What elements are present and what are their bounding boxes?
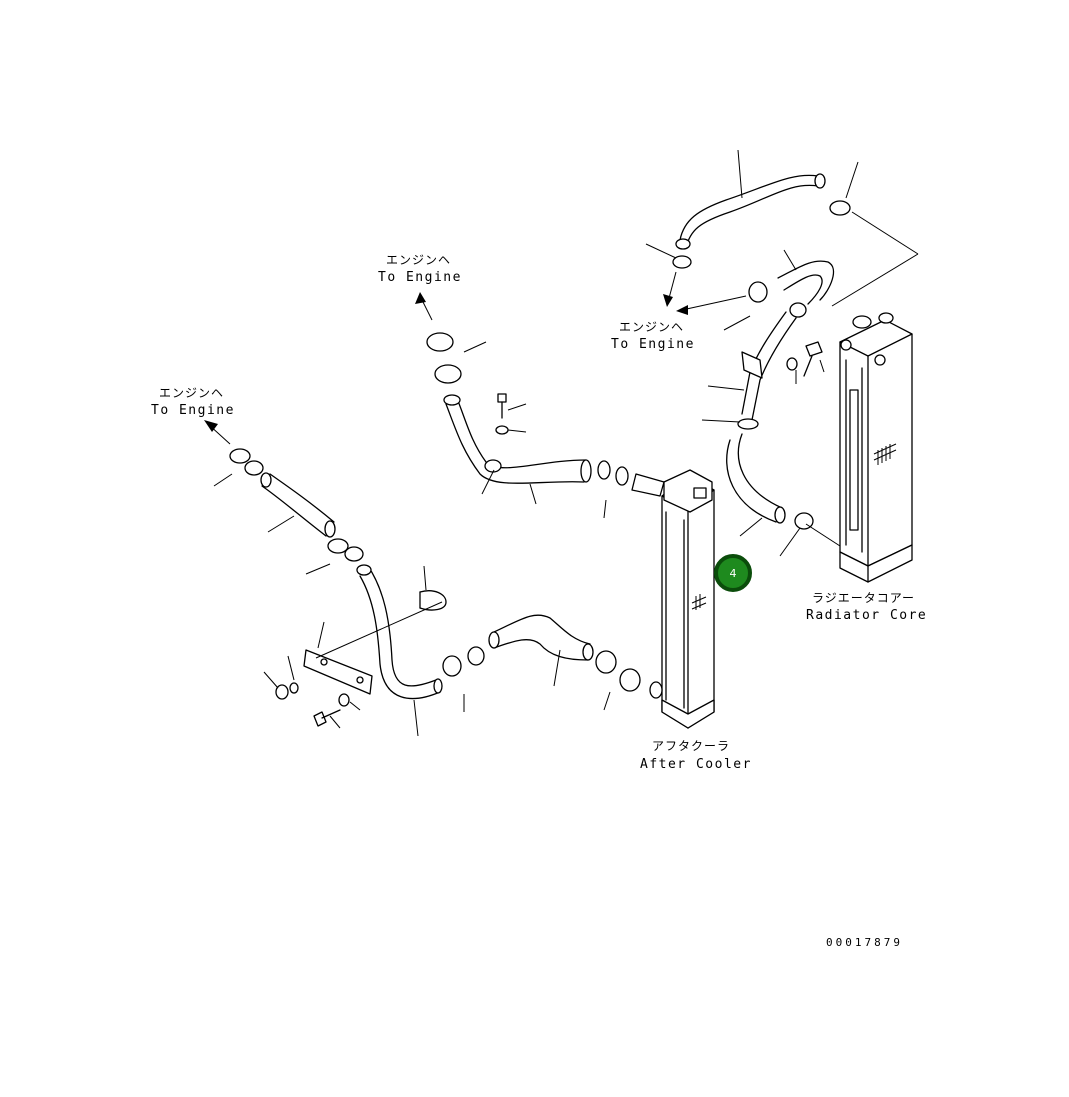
callout-marker-4[interactable]: 4: [714, 554, 752, 592]
engine-mid-label-jp: エンジンヘ: [619, 320, 684, 334]
callout-number[interactable]: 4: [730, 567, 737, 580]
drawing-number: 00017879: [826, 936, 903, 949]
engine-top-label-jp: エンジンヘ: [386, 253, 451, 267]
arrows: [204, 271, 747, 445]
engine-left-label-en: To Engine: [151, 403, 235, 418]
engine-top-label-en: To Engine: [378, 270, 462, 285]
callout-circle[interactable]: [714, 554, 752, 592]
aftercooler-label-en: After Cooler: [640, 757, 752, 772]
hoses: [260, 173, 835, 700]
aftercooler-label-jp: アフタクーラ: [652, 739, 730, 753]
leader-lines: [213, 149, 919, 737]
radiator-label-jp: ラジエータコアー: [812, 591, 915, 605]
clamps: [229, 200, 851, 692]
radiator-core: [839, 312, 913, 583]
radiator-label-en: Radiator Core: [806, 608, 927, 623]
hardware: [275, 341, 823, 727]
engine-left-label-jp: エンジンヘ: [159, 386, 224, 400]
engine-mid-label-en: To Engine: [611, 337, 695, 352]
after-cooler: [649, 469, 715, 729]
